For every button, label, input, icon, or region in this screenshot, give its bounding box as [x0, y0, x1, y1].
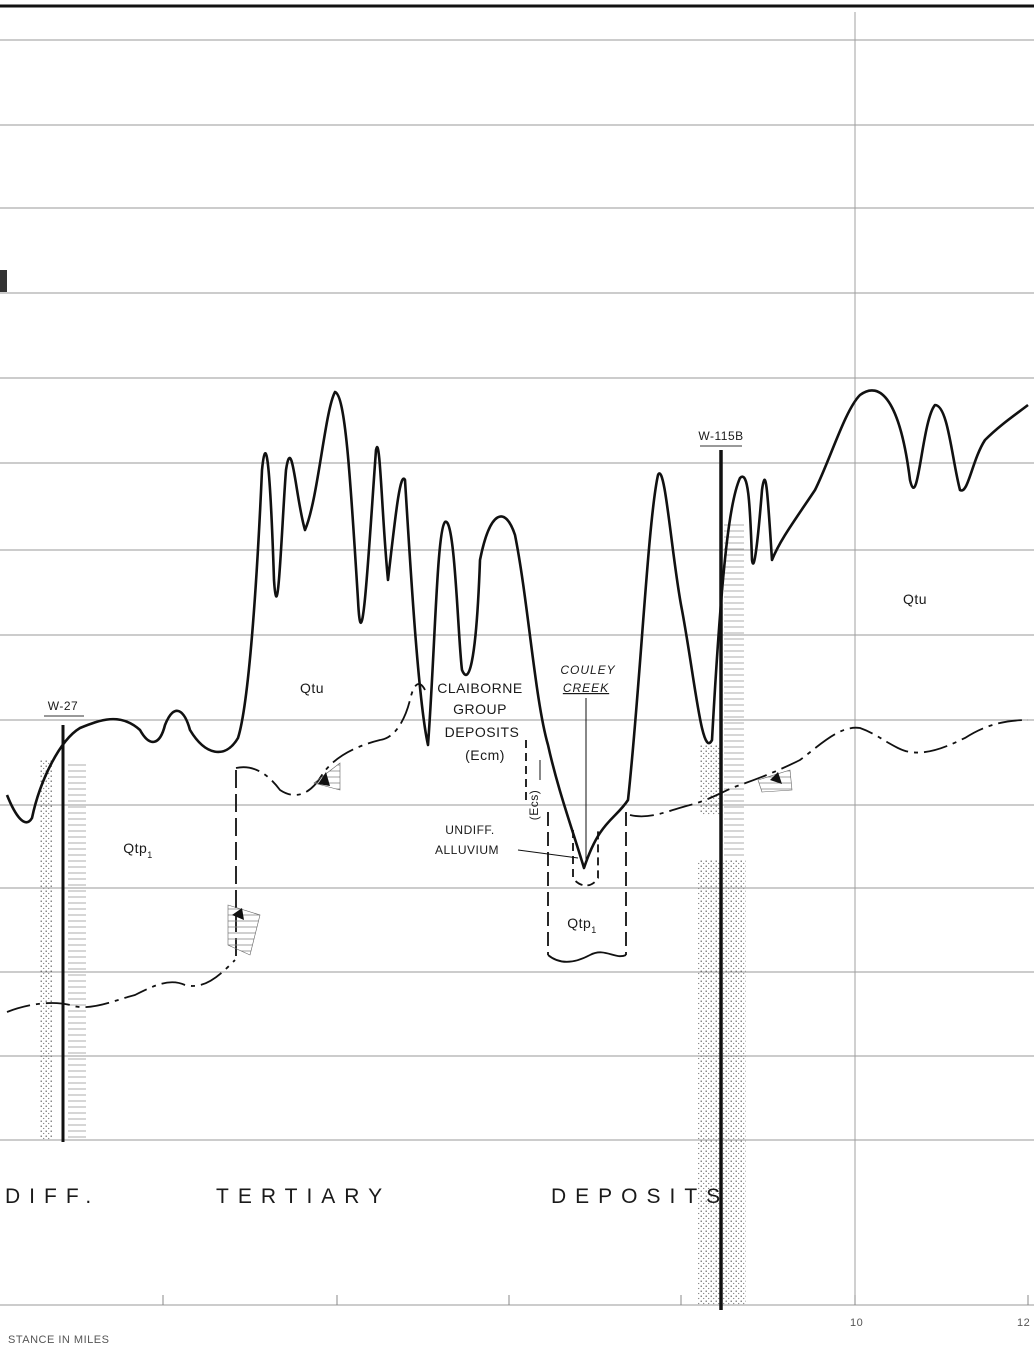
left-edge-mark [0, 270, 7, 292]
unit-label-ecs: (Ecs) [527, 790, 541, 821]
distance-axis-ticks [162, 1295, 1029, 1305]
couley-creek-label: COULEY CREEK [560, 663, 615, 862]
band-label-deposits: DEPOSITS [551, 1185, 729, 1208]
lower-contact-dashed [6, 959, 236, 1013]
alluvium-leader [517, 849, 579, 859]
ground-surface-profile [5, 389, 1029, 870]
channel-fill-outline [525, 740, 627, 963]
elevation-gridlines [0, 39, 1034, 1306]
claiborne-label-line1: CLAIBORNE [437, 680, 522, 696]
axis-tick-10: 10 [850, 1317, 863, 1329]
axis-title: STANCE IN MILES [8, 1334, 109, 1346]
contact-hatch-marks [227, 762, 793, 956]
claiborne-label-line3: DEPOSITS [445, 724, 520, 740]
unit-label-qtp1-left: Qtp1 [123, 840, 153, 860]
unit-label-qtu-left: Qtu [300, 680, 324, 696]
band-label-tertiary: TERTIARY [216, 1185, 391, 1208]
couley-creek-label-line2: CREEK [563, 681, 609, 695]
well-w27-sand-log [40, 760, 52, 1140]
alluvium-label-line1: UNDIFF. [445, 823, 495, 837]
alluvium-label: UNDIFF. ALLUVIUM [435, 823, 579, 859]
claiborne-label-line2: GROUP [453, 701, 507, 717]
well-w115b-sand-log-upper [700, 745, 722, 815]
unit-label-qtp1-right: Qtp1 [567, 915, 597, 935]
well-w115b-clay-log [724, 520, 744, 860]
well-w27-label: W-27 [48, 699, 78, 713]
well-w115b-label: W-115B [698, 429, 743, 443]
alluvium-label-line2: ALLUVIUM [435, 843, 499, 857]
couley-creek-label-line1: COULEY [560, 663, 615, 677]
well-w27: W-27 [40, 699, 86, 1142]
well-w115b: W-115B [698, 429, 746, 1310]
band-label-undiff: DIFF. [5, 1185, 100, 1208]
unit-label-qtu-right: Qtu [903, 591, 927, 607]
well-w27-clay-log [68, 760, 86, 1140]
claiborne-label-line4: (Ecm) [465, 747, 505, 763]
claiborne-label: CLAIBORNE GROUP DEPOSITS (Ecm) [437, 680, 522, 763]
upper-contact-dashed [235, 683, 1029, 818]
axis-tick-12: 12 [1017, 1317, 1030, 1329]
